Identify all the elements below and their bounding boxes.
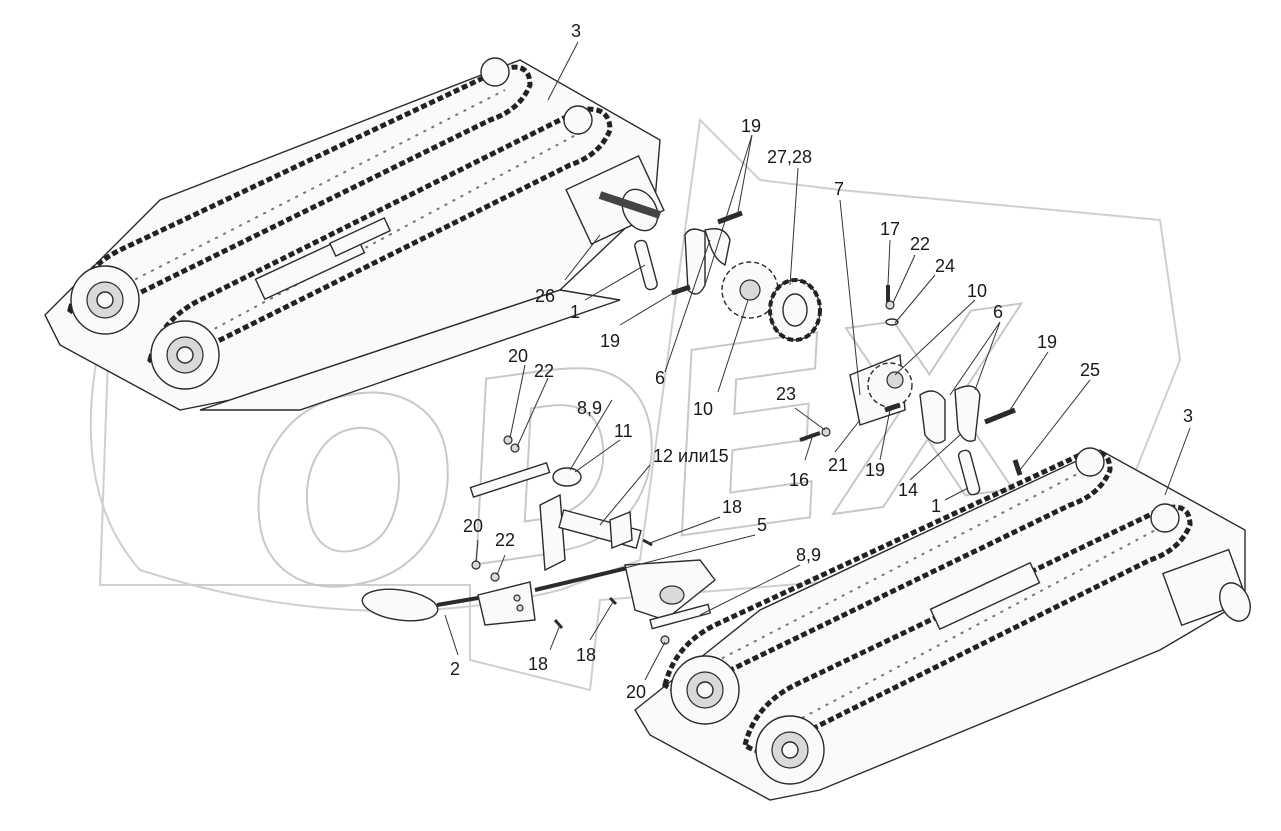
callout-20-upper: 20	[508, 346, 528, 366]
callout-26: 26	[535, 286, 555, 306]
callout-2: 2	[450, 659, 460, 679]
callout-6-left: 6	[655, 368, 665, 388]
callout-14: 14	[898, 480, 918, 500]
callout-21: 21	[828, 455, 848, 475]
callout-8-9-upper: 8,9	[577, 398, 602, 418]
callout-18-left: 18	[528, 654, 548, 674]
callout-22-upper: 22	[910, 234, 930, 254]
callout-19-center: 19	[865, 460, 885, 480]
callout-6-right: 6	[993, 302, 1003, 322]
callout-10-left: 10	[693, 399, 713, 419]
callout-7: 7	[834, 179, 844, 199]
callout-20-lower: 20	[626, 682, 646, 702]
callout-1-right: 1	[931, 496, 941, 516]
callout-8-9-lower: 8,9	[796, 545, 821, 565]
callout-22-middle: 22	[534, 361, 554, 381]
callout-18-upper: 18	[722, 497, 742, 517]
callout-3-left: 3	[571, 21, 581, 41]
callout-19-right: 19	[1037, 332, 1057, 352]
callout-16: 16	[789, 470, 809, 490]
callout-19-top: 19	[741, 116, 761, 136]
center-drive-parts	[598, 191, 1023, 496]
callout-10-right: 10	[967, 281, 987, 301]
lower-linkage-parts	[361, 435, 716, 645]
right-header-unit	[634, 447, 1251, 801]
callout-27-28: 27,28	[767, 147, 812, 167]
callout-1-left: 1	[570, 302, 580, 322]
callout-11: 11	[614, 421, 633, 441]
callout-25: 25	[1080, 360, 1100, 380]
callout-12-or-15: 12 или15	[653, 446, 729, 466]
callout-18-right: 18	[576, 645, 596, 665]
left-header-unit	[44, 57, 665, 411]
callout-20-middle: 20	[463, 516, 483, 536]
callout-3-right: 3	[1183, 406, 1193, 426]
callout-22-lower: 22	[495, 530, 515, 550]
leader-lines	[444, 41, 1191, 681]
callout-23: 23	[776, 384, 796, 404]
callout-24: 24	[935, 256, 955, 276]
callout-5: 5	[757, 515, 767, 535]
callout-19-left: 19	[600, 331, 620, 351]
callout-17: 17	[880, 219, 900, 239]
callouts: 3 19 27,28 7 17 22 24 10 6 19 25 3 26 1 …	[450, 21, 1193, 702]
